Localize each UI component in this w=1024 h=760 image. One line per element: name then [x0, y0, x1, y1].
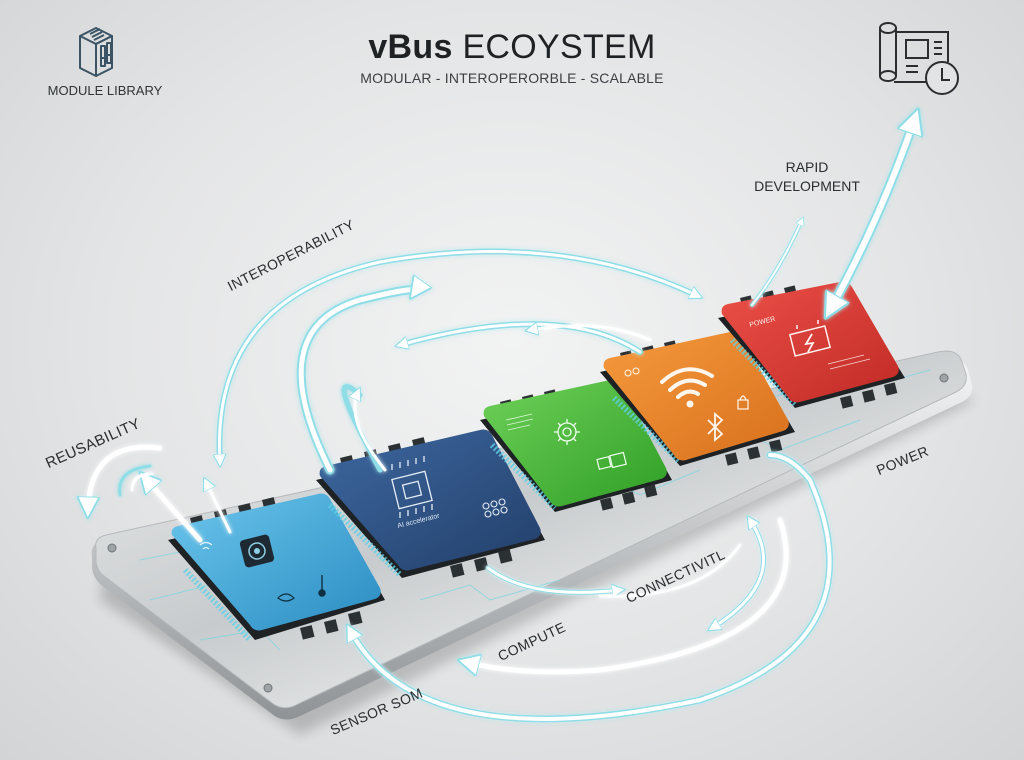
thermometer-icon [318, 575, 326, 597]
reusability-signal-icon [118, 464, 154, 497]
sensor-loop-arrow [350, 451, 834, 723]
bluetooth-icon [707, 412, 724, 442]
module-sensor-som[interactable] [168, 493, 385, 643]
center-loop-arrow [341, 384, 387, 473]
page-subtitle: MODULAR - INTEROPERORBLE - SCALABLE [360, 70, 664, 86]
connectivity-back-arrow [400, 321, 652, 355]
interoperability-arrow [219, 248, 698, 462]
page-title: vBus ECOYSTEM [0, 28, 1024, 67]
neural-network-icon [482, 498, 508, 518]
compute-loop-arrow [296, 290, 415, 475]
title-bold: vBus [368, 28, 453, 66]
connectivity-double-arrow [598, 520, 766, 628]
screw [107, 543, 117, 553]
reusability-arrow [88, 444, 232, 543]
rapid-line2: DEVELOPMENT [754, 178, 860, 194]
compute-to-connectivity-arrow [485, 565, 620, 592]
module-library-icon[interactable] [72, 24, 132, 80]
rapid-line1: RAPID [785, 159, 829, 175]
battery-bolt-icon [788, 320, 832, 357]
screw [939, 373, 949, 383]
lock-icon [737, 395, 749, 410]
wireless-icon [199, 541, 213, 550]
rapid-development-label: RAPID DEVELOPMENT [752, 158, 862, 196]
screw [263, 683, 273, 693]
flow-arrows [88, 118, 915, 723]
blueprint-clock-icon[interactable] [874, 18, 964, 98]
title-light: ECOYSTEM [462, 28, 656, 66]
camera-sensor-chip-icon [239, 534, 275, 568]
leaf-icon [277, 593, 295, 602]
module-library-label: MODULE LIBRARY [47, 83, 163, 98]
compute-return-arrow [466, 517, 789, 672]
rapid-development-arrow [750, 118, 915, 310]
wifi-dot [686, 400, 694, 408]
